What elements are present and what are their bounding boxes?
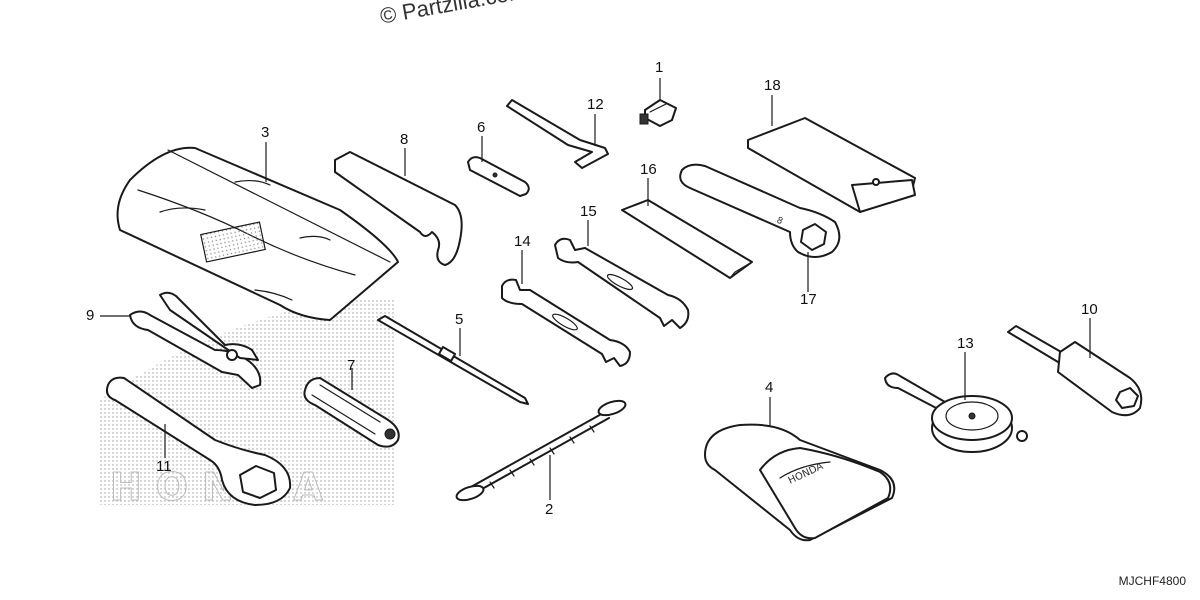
part-9-pliers — [129, 291, 262, 389]
callout-6: 6 — [477, 119, 486, 136]
callout-1: 1 — [655, 59, 664, 76]
part-14-open-wrench — [501, 278, 631, 367]
part-11-large-box-wrench — [105, 376, 292, 506]
part-13-tire-gauge — [884, 372, 1028, 453]
part-18-pouch — [747, 117, 916, 213]
callout-15: 15 — [580, 203, 597, 220]
callout-10: 10 — [1081, 301, 1098, 318]
part-10-socket-wrench — [1007, 325, 1143, 417]
part-16-strip — [621, 199, 753, 279]
callout-2: 2 — [545, 501, 554, 518]
part-2-cable — [455, 399, 627, 502]
diagram-reference-code: MJCHF4800 — [1118, 574, 1186, 588]
callout-3: 3 — [261, 124, 270, 141]
part-7-screwdriver-handle — [303, 377, 400, 448]
callout-4: 4 — [765, 379, 774, 396]
part-3-tool-bag — [116, 146, 399, 321]
part-17-box-wrench: 8 — [679, 163, 841, 258]
part-5-screwdriver-bit — [377, 315, 529, 405]
callout-11: 11 — [156, 458, 172, 475]
callout-12: 12 — [587, 96, 604, 113]
callout-7: 7 — [347, 357, 356, 374]
svg-text:8: 8 — [775, 216, 785, 228]
part-12-hex-key — [506, 99, 609, 169]
callout-9: 9 — [86, 307, 95, 324]
part-1-clip — [639, 99, 677, 127]
part-4-soft-case: HONDA — [704, 423, 896, 542]
part-8-hook-spanner — [334, 151, 463, 266]
callout-8: 8 — [400, 131, 409, 148]
callout-16: 16 — [640, 161, 657, 178]
callout-5: 5 — [455, 311, 464, 328]
part-6-pin-spanner — [467, 156, 530, 197]
callout-13: 13 — [957, 335, 974, 352]
callout-14: 14 — [514, 233, 531, 250]
part-15-open-wrench — [554, 237, 690, 329]
callout-17: 17 — [800, 291, 817, 308]
leader-lines — [100, 78, 1091, 500]
callout-18: 18 — [764, 77, 781, 94]
